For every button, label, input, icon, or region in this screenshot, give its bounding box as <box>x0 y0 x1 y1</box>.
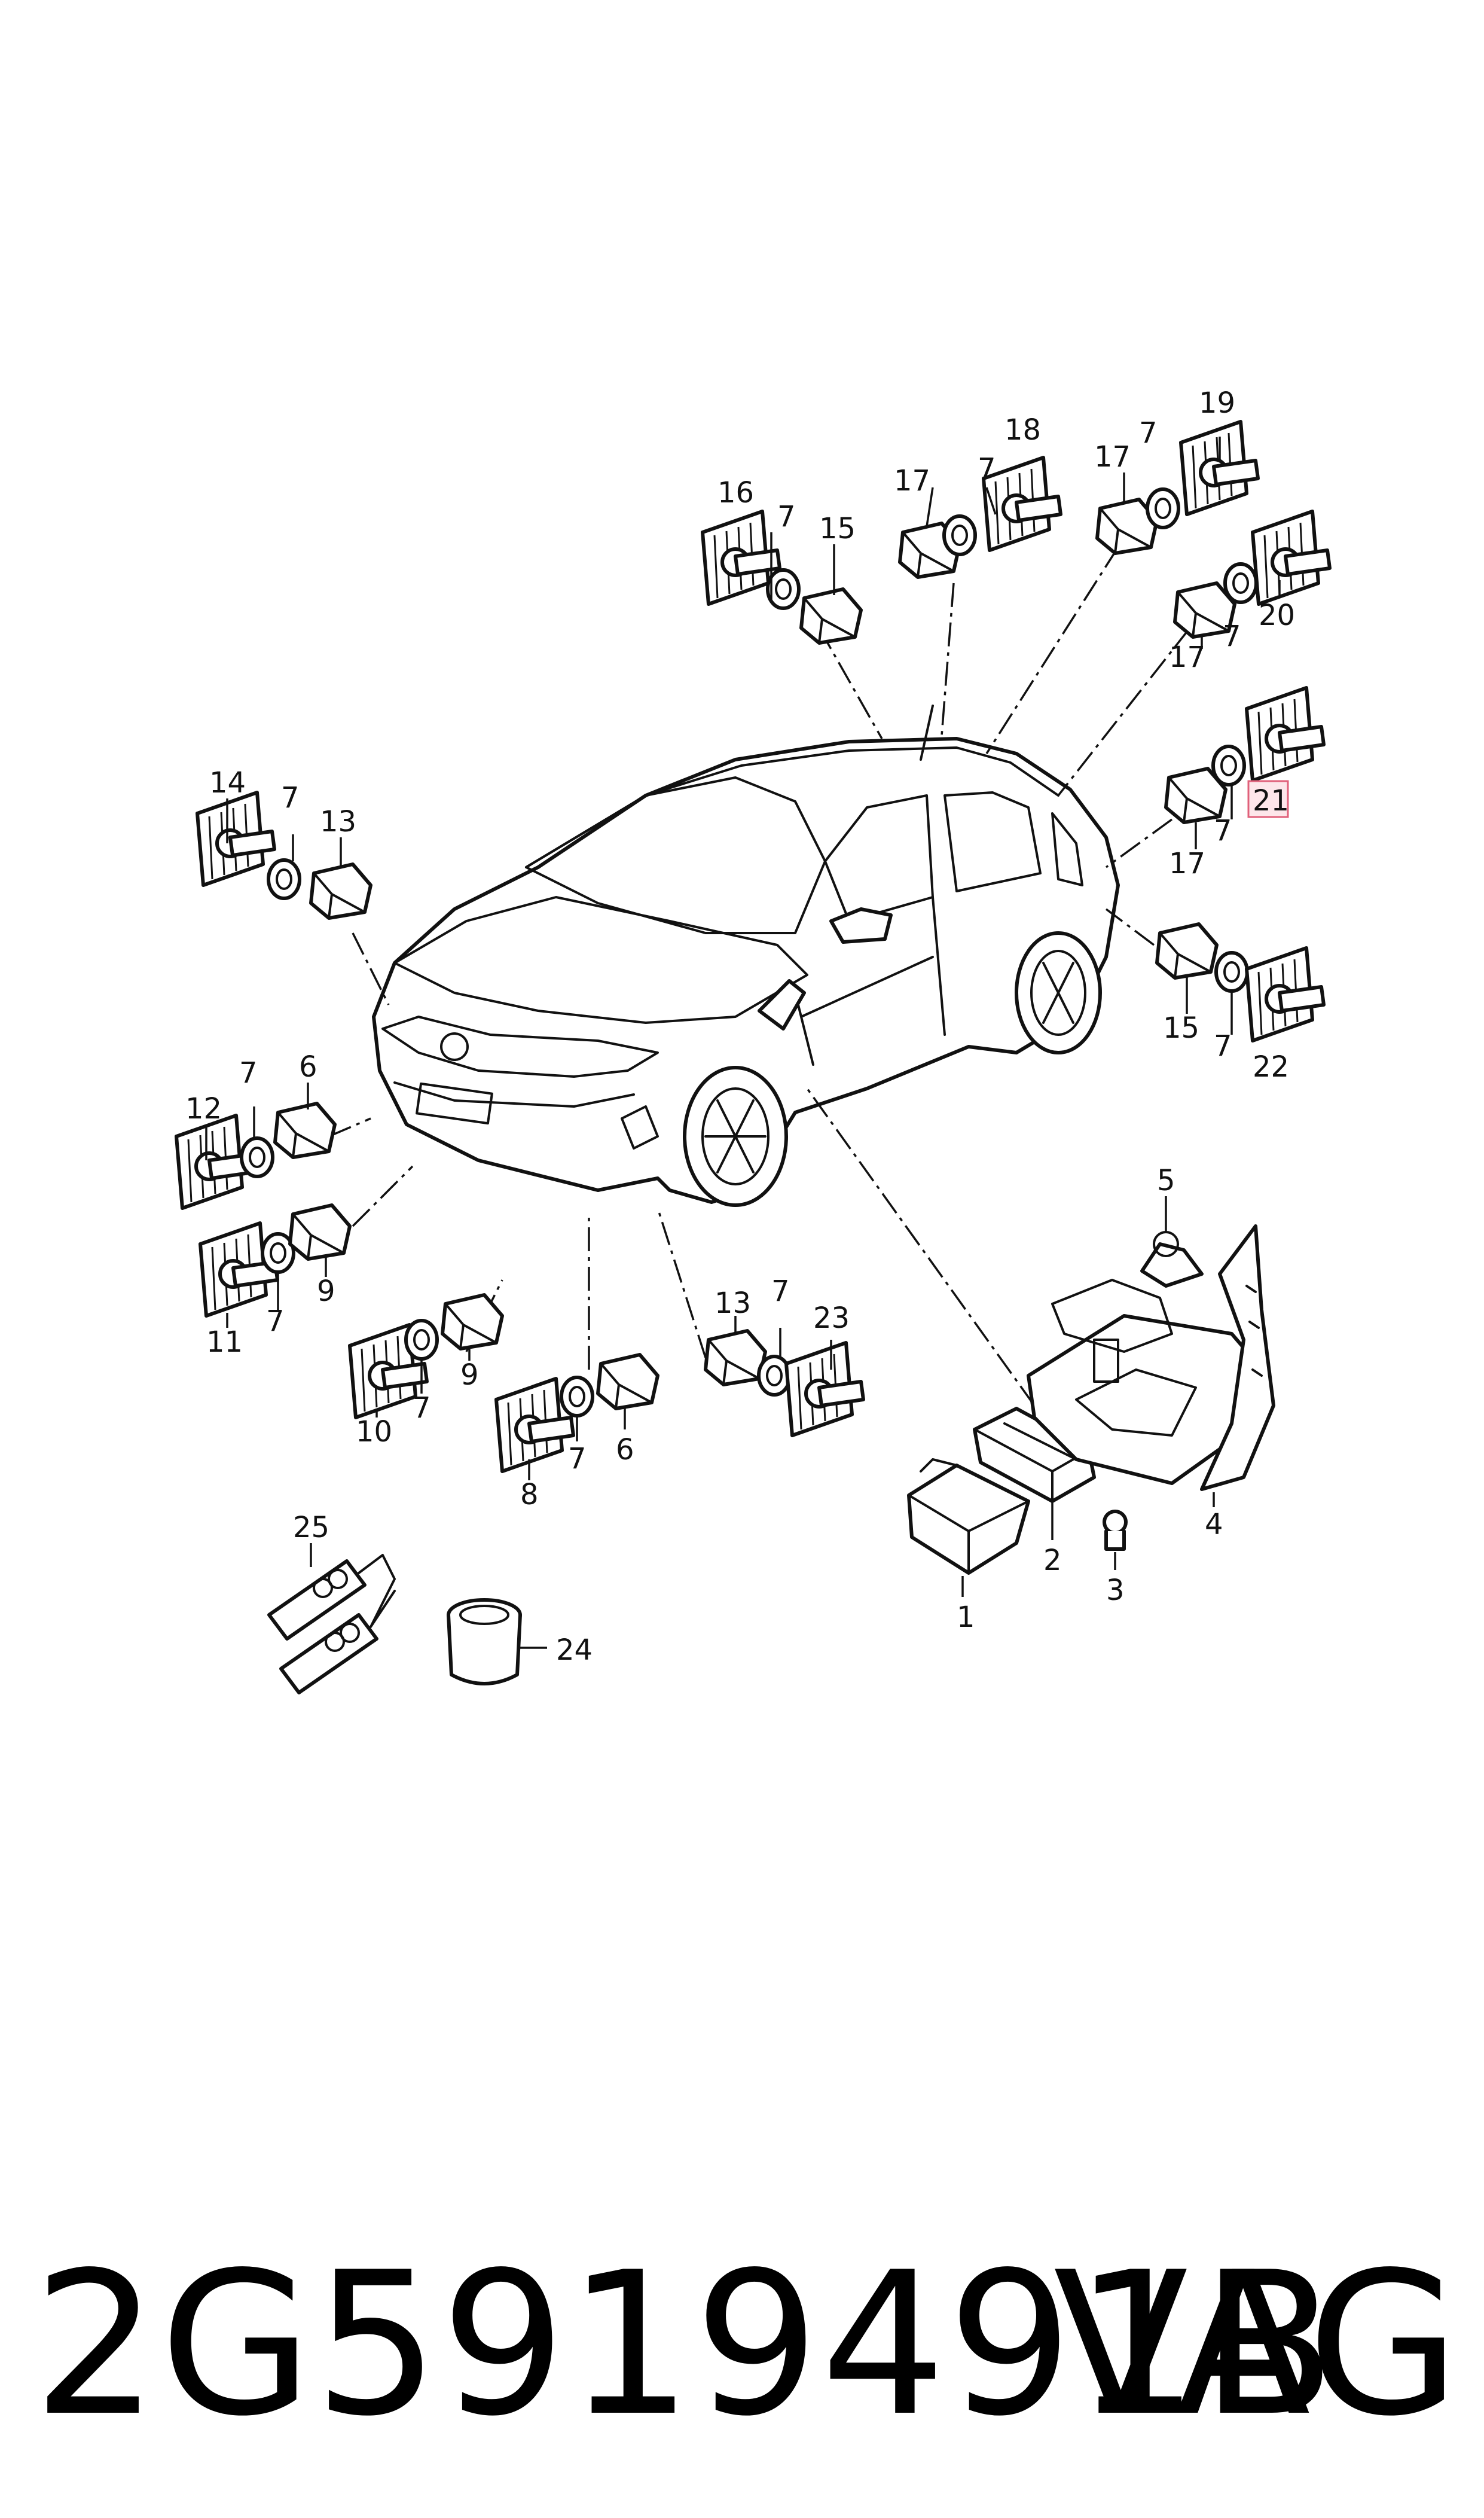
callout-7: 7 <box>413 1391 431 1425</box>
callout-13: 13 <box>320 805 356 839</box>
callout-19: 19 <box>1199 386 1235 420</box>
callout-6: 6 <box>616 1433 634 1467</box>
callout-2: 2 <box>1043 1544 1062 1577</box>
callout-7: 7 <box>239 1056 258 1090</box>
callout-12: 12 <box>185 1092 222 1126</box>
brand-label: VAG <box>1053 2230 1460 2459</box>
sensor-group-17-7-19 <box>1097 422 1258 553</box>
sensor-group-17-7-21 <box>1166 688 1324 849</box>
callout-1: 1 <box>957 1601 975 1634</box>
callout-20: 20 <box>1259 599 1295 632</box>
callout-7: 7 <box>1139 416 1158 450</box>
callout-labels: 1 2 3 4 5 6 6 7 7 7 7 7 7 7 7 7 7 7 7 8 … <box>185 386 1295 1667</box>
callout-9: 9 <box>317 1275 335 1308</box>
callout-11: 11 <box>206 1325 243 1359</box>
vehicle-illustration <box>372 705 1120 1207</box>
callout-13: 13 <box>714 1287 751 1320</box>
sensor-group-15-7-22 <box>1157 924 1324 1041</box>
callout-16: 16 <box>717 476 754 510</box>
callout-7: 7 <box>266 1304 285 1338</box>
callout-17: 17 <box>1169 847 1205 880</box>
repair-items <box>267 1543 547 1694</box>
callout-7: 7 <box>777 500 796 534</box>
control-units <box>907 1196 1275 1597</box>
callout-7: 7 <box>1223 620 1241 653</box>
callout-7: 7 <box>568 1442 587 1476</box>
callout-24: 24 <box>556 1633 593 1667</box>
callout-23: 23 <box>813 1301 850 1335</box>
callout-5: 5 <box>1157 1164 1175 1197</box>
callout-22: 22 <box>1253 1050 1289 1084</box>
sensor-group-16-7-15 <box>703 511 861 643</box>
parts-diagram: 1 2 3 4 5 6 6 7 7 7 7 7 7 7 7 7 7 7 7 8 … <box>0 386 1484 1694</box>
callout-17: 17 <box>894 464 930 498</box>
footer: 2G5919491B VAG <box>0 2237 1484 2452</box>
callout-15: 15 <box>819 512 856 545</box>
sensor-group-8-7-6 <box>496 1355 658 1480</box>
callout-7: 7 <box>1214 814 1232 848</box>
sensor-group-17-7-20 <box>1175 511 1330 649</box>
callout-10: 10 <box>356 1415 392 1449</box>
sensor-group-12-7-6 <box>176 1083 335 1208</box>
callout-7: 7 <box>978 452 996 486</box>
callout-21: 21 <box>1253 784 1289 818</box>
callout-17: 17 <box>1169 641 1205 674</box>
callout-25: 25 <box>293 1511 329 1544</box>
callout-4: 4 <box>1205 1508 1223 1541</box>
sensor-group-10-7-9 <box>350 1295 502 1417</box>
highlight-box-21 <box>1247 780 1289 818</box>
callout-3: 3 <box>1106 1574 1125 1607</box>
callout-15: 15 <box>1163 1011 1199 1045</box>
callout-6: 6 <box>299 1050 317 1084</box>
callout-8: 8 <box>520 1478 539 1511</box>
callout-17: 17 <box>1094 440 1131 474</box>
callout-7: 7 <box>1214 1029 1232 1063</box>
callout-18: 18 <box>1004 413 1041 447</box>
sensor-group-17-7-18 <box>900 458 1061 577</box>
callout-7: 7 <box>281 781 300 815</box>
callout-9: 9 <box>460 1358 479 1392</box>
callout-14: 14 <box>209 766 246 800</box>
sensor-group-14-7-13 <box>197 792 371 918</box>
part-number: 2G5919491B <box>33 2230 1338 2459</box>
callout-7: 7 <box>771 1275 790 1308</box>
sensor-group-11-7-9 <box>200 1205 350 1328</box>
sensor-group-13-7-23 <box>706 1316 863 1435</box>
